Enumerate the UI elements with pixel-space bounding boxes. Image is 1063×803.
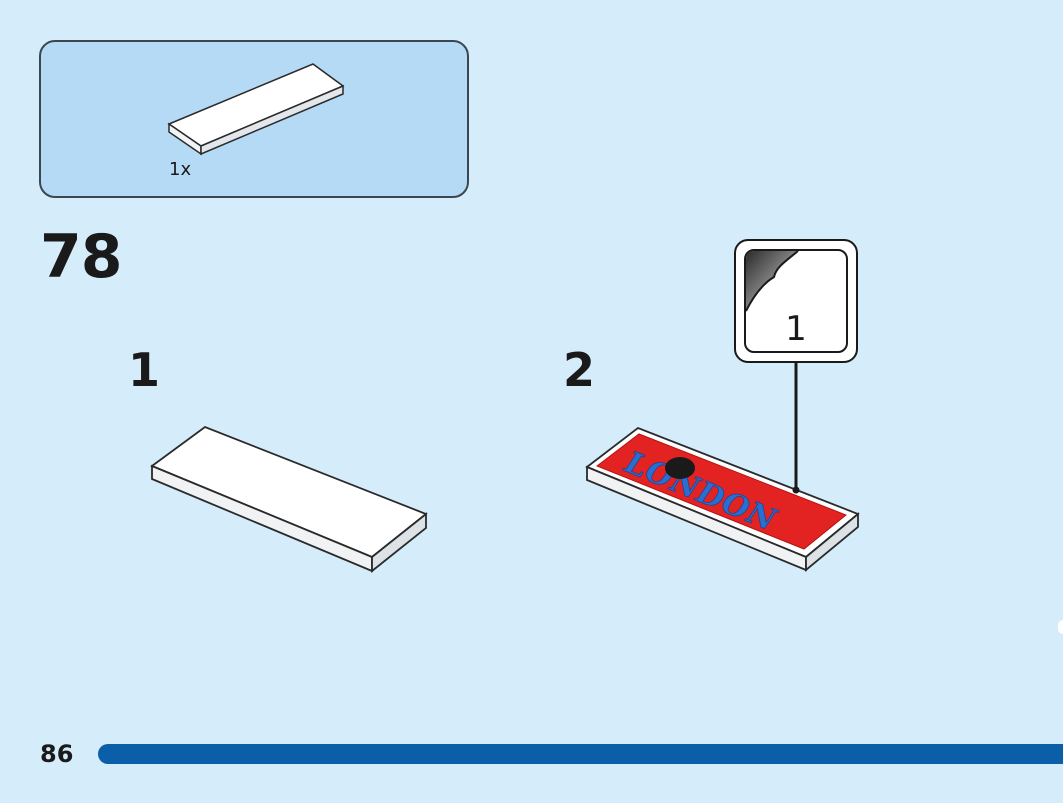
step-number: 78 bbox=[40, 222, 122, 292]
london-sign-tile-icon: LONDON bbox=[585, 426, 860, 572]
white-flat-tile-icon bbox=[167, 63, 345, 156]
callout-leader-dot bbox=[792, 486, 800, 494]
sticker-count: 1 bbox=[785, 309, 807, 349]
sticker-peel-icon: 1 bbox=[744, 249, 848, 353]
part-quantity-label: 1x bbox=[169, 159, 192, 180]
parts-callout-box: 1x bbox=[39, 40, 469, 198]
sticker-placement-marker bbox=[665, 457, 695, 479]
progress-bar bbox=[98, 744, 1063, 764]
page-edge-tab bbox=[1058, 620, 1063, 634]
sticker-callout: 1 bbox=[734, 239, 858, 363]
substep-1-number: 1 bbox=[128, 343, 161, 397]
sticker-peel-graphic bbox=[746, 251, 799, 312]
plain-white-tile-icon bbox=[150, 425, 428, 573]
page-number: 86 bbox=[40, 740, 74, 768]
substep-2-number: 2 bbox=[563, 343, 596, 397]
